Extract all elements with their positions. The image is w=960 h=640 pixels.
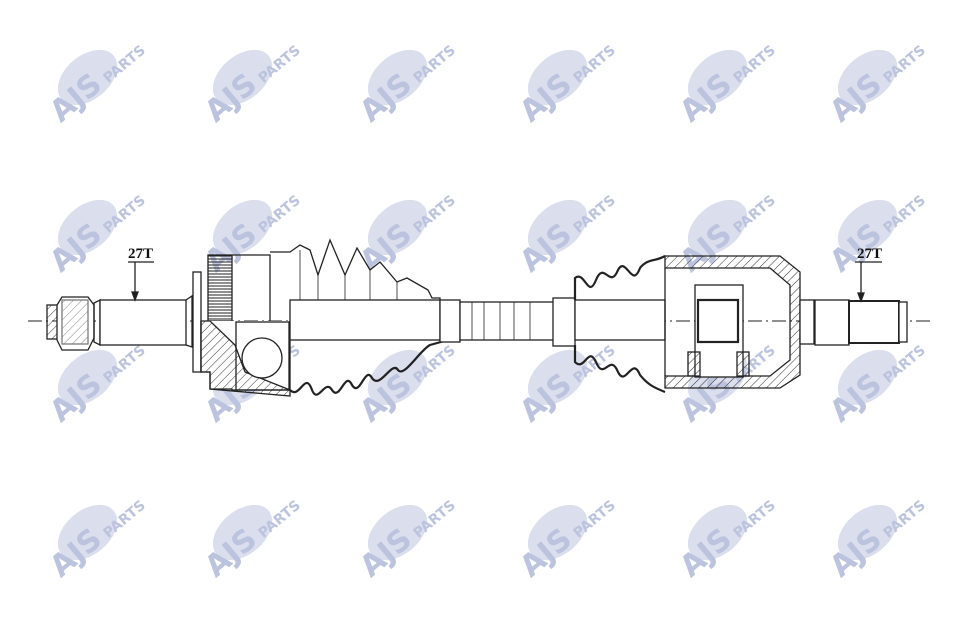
right-boot bbox=[573, 255, 666, 300]
right-spline-label: 27T bbox=[857, 246, 882, 262]
right-stub bbox=[814, 299, 850, 346]
drive-shaft bbox=[28, 238, 930, 397]
main-shaft bbox=[289, 299, 441, 341]
left-spline-label: 27T bbox=[128, 246, 153, 262]
left-stub-shaft bbox=[99, 299, 187, 346]
cv-joint bbox=[235, 321, 290, 391]
flange bbox=[192, 271, 202, 373]
abs-ring bbox=[207, 254, 233, 322]
left-boot-lower bbox=[289, 338, 449, 396]
boot-clamp bbox=[552, 297, 576, 347]
spline-section bbox=[459, 301, 557, 341]
tripod bbox=[694, 284, 744, 378]
